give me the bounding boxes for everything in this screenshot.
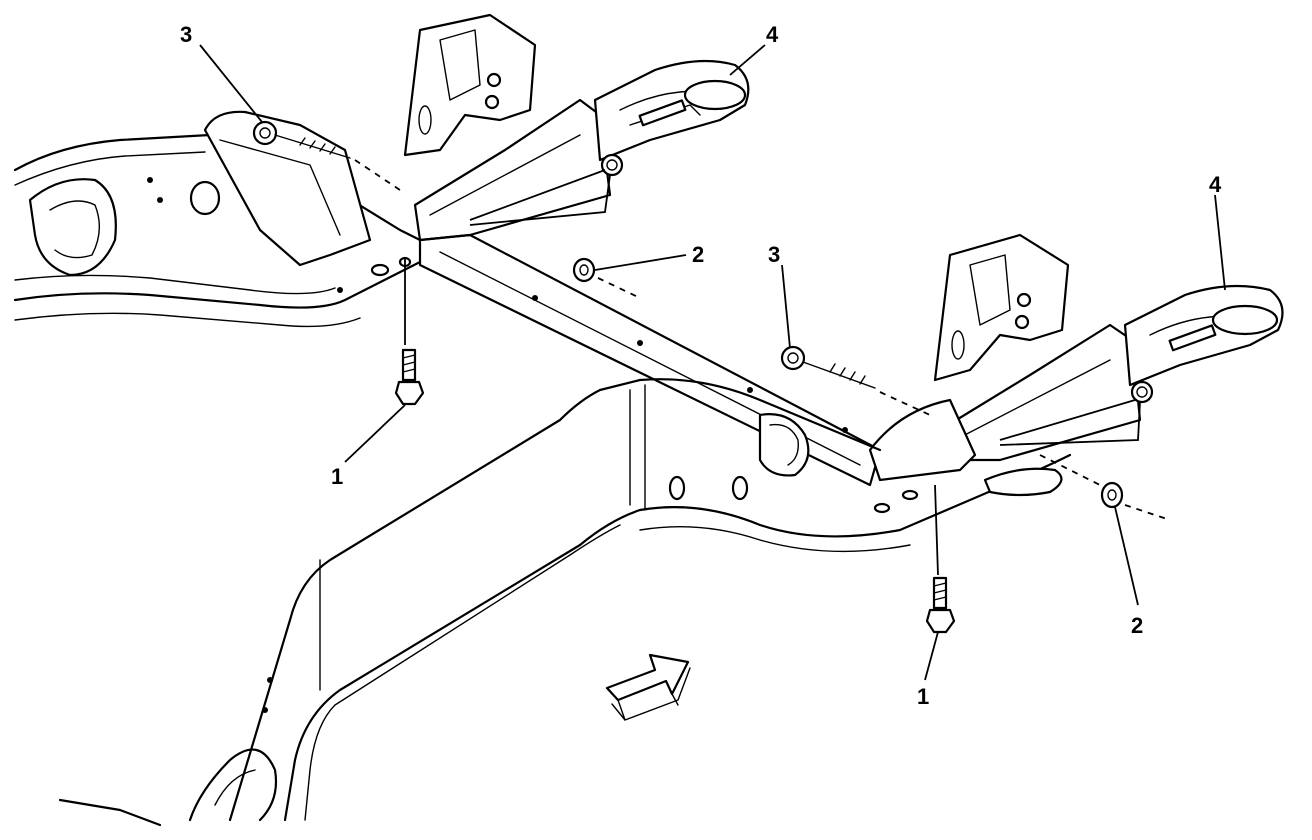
right-bracket	[868, 233, 1142, 482]
right-nut-2	[1039, 454, 1171, 521]
callout-1-right: 1	[917, 684, 929, 709]
callout-2-right: 2	[1131, 613, 1143, 638]
right-bolt-3	[780, 345, 931, 416]
right-bolt-1	[925, 484, 956, 634]
left-tow-hook	[593, 59, 750, 177]
callout-3-right: 3	[768, 242, 780, 267]
right-tow-hook	[1123, 284, 1284, 404]
callout-1-left: 1	[331, 464, 343, 489]
callout-2-left: 2	[692, 242, 704, 267]
left-bolt-1	[394, 258, 425, 406]
left-frame-rail	[13, 133, 422, 328]
left-nut-2	[572, 257, 641, 299]
right-frame-rail	[58, 378, 1072, 827]
callout-4-right: 4	[1209, 172, 1222, 197]
callout-leaders	[199, 44, 1226, 681]
callout-labels: 3 4 2 3 4 1 2 1	[180, 22, 1222, 709]
callout-3-left: 3	[180, 22, 192, 47]
front-direction-arrow	[605, 653, 691, 721]
left-bolt-3	[252, 120, 401, 191]
left-bracket	[203, 13, 612, 267]
callout-4-left: 4	[766, 22, 779, 47]
